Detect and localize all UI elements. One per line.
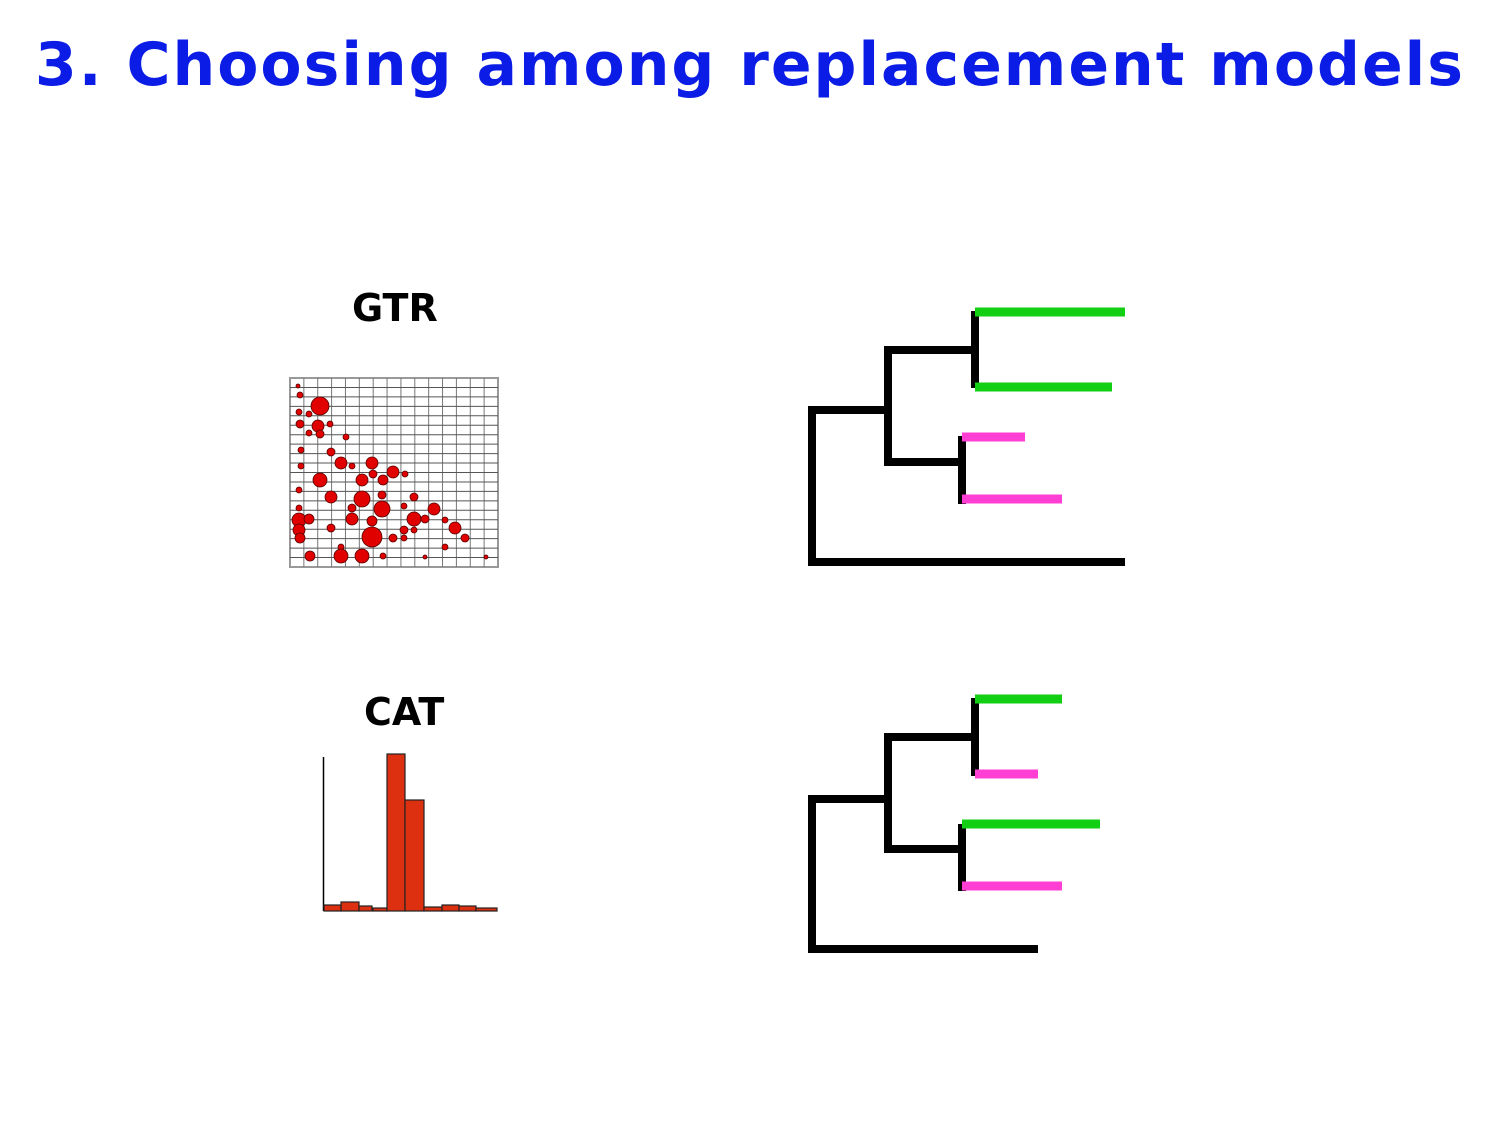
gtr-bubble [379,552,387,560]
gtr-bubble [295,408,303,416]
gtr-bubble [294,532,306,544]
gtr-bubble [342,433,350,441]
gtr-bubble [305,429,313,437]
gtr-bubble [353,490,371,508]
gtr-bubble [297,446,305,454]
gtr-bubble [310,396,330,416]
cat-bar [458,905,477,912]
slide-title: 3. Choosing among replacement models [35,30,1465,100]
gtr-bubble [297,462,305,470]
gtr-bubble [326,523,336,533]
cat-bars [323,753,498,912]
gtr-bubble [365,456,379,470]
gtr-bubble [448,521,462,535]
gtr-bubbles [291,383,489,564]
gtr-bubble [377,474,389,486]
gtr-bubble [296,391,304,399]
gtr-bubble [483,554,489,560]
gtr-bubble-matrix [289,377,499,568]
cat-bar [404,799,425,912]
gtr-bubble [295,504,303,512]
gtr-bubble [333,548,349,564]
gtr-bubble [326,447,336,457]
cat-bar [372,907,388,912]
gtr-bubble [406,511,422,527]
tree-cat [808,694,1100,953]
gtr-bubble [386,465,400,479]
gtr-bubble [420,514,430,524]
gtr-bubble [324,490,338,504]
gtr-bubble [366,515,378,527]
gtr-bubble [388,533,398,543]
gtr-bubble [312,472,328,488]
gtr-bubble [305,410,313,418]
gtr-bubble [295,486,303,494]
gtr-bubble [441,543,449,551]
cat-bar [423,906,443,912]
gtr-bubble [399,525,409,535]
gtr-bubble [377,490,387,500]
cat-label: CAT [364,690,445,734]
gtr-bubble [401,470,409,478]
gtr-bubble [427,502,441,516]
cat-bar [323,904,342,912]
gtr-bubble [348,462,356,470]
gtr-bubble [303,513,315,525]
gtr-bubble [354,548,370,564]
gtr-bubble [304,550,316,562]
cat-histogram [322,753,498,912]
cat-bar [475,907,498,912]
gtr-bubble [400,502,408,510]
gtr-bubble [334,456,348,470]
gtr-bubble [355,473,369,487]
gtr-bubble [373,500,391,518]
gtr-bubble [368,469,378,479]
gtr-bubble [295,419,305,429]
gtr-bubble [345,512,359,526]
gtr-bubble [315,429,325,439]
cat-bar [441,904,460,912]
gtr-bubble [326,420,334,428]
cat-bar [358,905,373,912]
gtr-bubble [361,526,383,548]
gtr-bubble [295,383,301,389]
gtr-bubble [441,516,449,524]
gtr-bubble [400,534,408,542]
gtr-bubble [410,526,418,534]
cat-bar [386,753,406,912]
gtr-bubble [347,503,357,513]
gtr-bubble [409,492,419,502]
gtr-grid [290,378,498,567]
cat-bar [340,901,360,912]
tree-gtr [808,307,1125,566]
gtr-label: GTR [352,286,438,330]
gtr-bubble [460,533,470,543]
gtr-bubble [422,554,428,560]
